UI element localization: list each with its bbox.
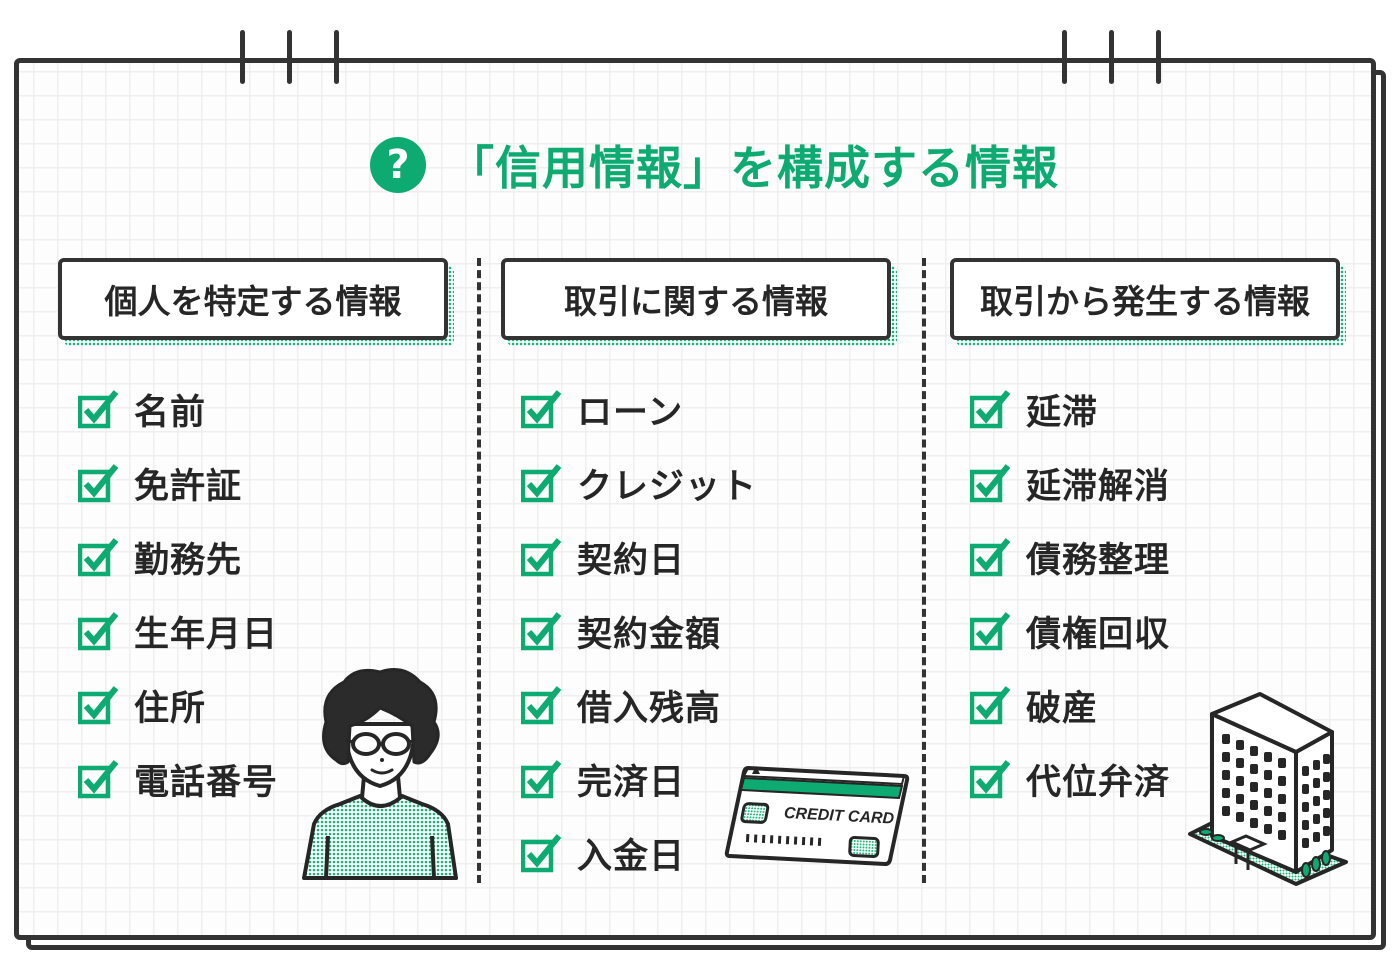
- credit-card-text: CREDIT CARD: [784, 805, 895, 828]
- item-label: 電話番号: [134, 762, 279, 803]
- checkbox-checked-icon: [78, 760, 119, 799]
- list-item: 契約金額: [521, 594, 757, 668]
- item-label: 契約金額: [577, 614, 722, 655]
- item-label: クレジット: [577, 466, 758, 507]
- checkbox-checked-icon: [521, 538, 562, 577]
- column-header-arising: 取引から発生する情報: [950, 258, 1340, 340]
- list-item: 免許証: [78, 446, 278, 520]
- checkbox-checked-icon: [970, 538, 1011, 577]
- checkbox-checked-icon: [521, 390, 562, 429]
- item-label: 借入残高: [577, 688, 722, 729]
- binder-tick: [287, 30, 292, 84]
- item-label: 延滞解消: [1026, 466, 1171, 507]
- list-item: 借入残高: [521, 668, 757, 742]
- list-item: 破産: [970, 668, 1170, 742]
- checkbox-checked-icon: [521, 834, 562, 873]
- checklist-personal: 名前 免許証 勤務先 生年月日 住所 電話番号: [78, 372, 278, 816]
- item-label: 勤務先: [134, 540, 243, 581]
- column-header-label: 取引に関する情報: [564, 282, 828, 321]
- list-item: 債権回収: [970, 594, 1170, 668]
- list-item: 勤務先: [78, 520, 278, 594]
- column-header-transaction: 取引に関する情報: [501, 258, 891, 340]
- page-title-row: ? 「信用情報」を構成する情報: [370, 135, 1059, 195]
- binder-tick: [1156, 30, 1161, 84]
- column-header-label: 個人を特定する情報: [104, 282, 402, 321]
- list-item: ローン: [521, 372, 757, 446]
- item-label: 名前: [134, 392, 207, 433]
- column-divider: [922, 258, 926, 883]
- list-item: 住所: [78, 668, 278, 742]
- item-label: 債権回収: [1026, 614, 1171, 655]
- item-label: 代位弁済: [1026, 762, 1171, 803]
- checkbox-checked-icon: [521, 760, 562, 799]
- list-item: 生年月日: [78, 594, 278, 668]
- list-item: クレジット: [521, 446, 757, 520]
- item-label: 契約日: [577, 540, 686, 581]
- list-item: 名前: [78, 372, 278, 446]
- person-with-glasses-illustration: [302, 668, 458, 880]
- item-label: 完済日: [577, 762, 686, 803]
- list-item: 延滞: [970, 372, 1170, 446]
- checkbox-checked-icon: [970, 760, 1011, 799]
- binder-tick: [1109, 30, 1114, 84]
- list-item: 完済日: [521, 742, 757, 816]
- question-icon: ?: [370, 137, 426, 193]
- item-label: ローン: [577, 392, 684, 433]
- checkbox-checked-icon: [970, 612, 1011, 651]
- checkbox-checked-icon: [970, 686, 1011, 725]
- notebook-frame: [14, 58, 1376, 940]
- binder-tick: [1062, 30, 1067, 84]
- list-item: 債務整理: [970, 520, 1170, 594]
- checkbox-checked-icon: [970, 390, 1011, 429]
- binder-tick: [334, 30, 339, 84]
- list-item: 電話番号: [78, 742, 278, 816]
- checkbox-checked-icon: [521, 686, 562, 725]
- checkbox-checked-icon: [521, 612, 562, 651]
- item-label: 住所: [134, 688, 207, 729]
- checklist-arising: 延滞 延滞解消 債務整理 債権回収 破産 代位弁済: [970, 372, 1170, 816]
- checkbox-checked-icon: [970, 464, 1011, 503]
- item-label: 延滞: [1026, 392, 1099, 433]
- list-item: 契約日: [521, 520, 757, 594]
- checkbox-checked-icon: [78, 612, 119, 651]
- checkbox-checked-icon: [78, 464, 119, 503]
- list-item: 代位弁済: [970, 742, 1170, 816]
- binder-tick: [240, 30, 245, 84]
- item-label: 債務整理: [1026, 540, 1171, 581]
- credit-card-illustration: CREDIT CARD: [724, 766, 910, 866]
- column-divider: [477, 258, 481, 883]
- item-label: 破産: [1026, 688, 1099, 729]
- item-label: 生年月日: [134, 614, 279, 655]
- column-header-label: 取引から発生する情報: [980, 282, 1310, 321]
- column-header-personal: 個人を特定する情報: [58, 258, 448, 340]
- item-label: 免許証: [134, 466, 243, 507]
- checkbox-checked-icon: [78, 686, 119, 725]
- office-building-illustration: [1188, 692, 1348, 886]
- checkbox-checked-icon: [78, 390, 119, 429]
- checklist-transaction: ローン クレジット 契約日 契約金額 借入残高 完済日 入金日: [521, 372, 757, 890]
- list-item: 延滞解消: [970, 446, 1170, 520]
- list-item: 入金日: [521, 816, 757, 890]
- page-title: 「信用情報」を構成する情報: [448, 141, 1059, 195]
- checkbox-checked-icon: [78, 538, 119, 577]
- item-label: 入金日: [577, 836, 686, 877]
- checkbox-checked-icon: [521, 464, 562, 503]
